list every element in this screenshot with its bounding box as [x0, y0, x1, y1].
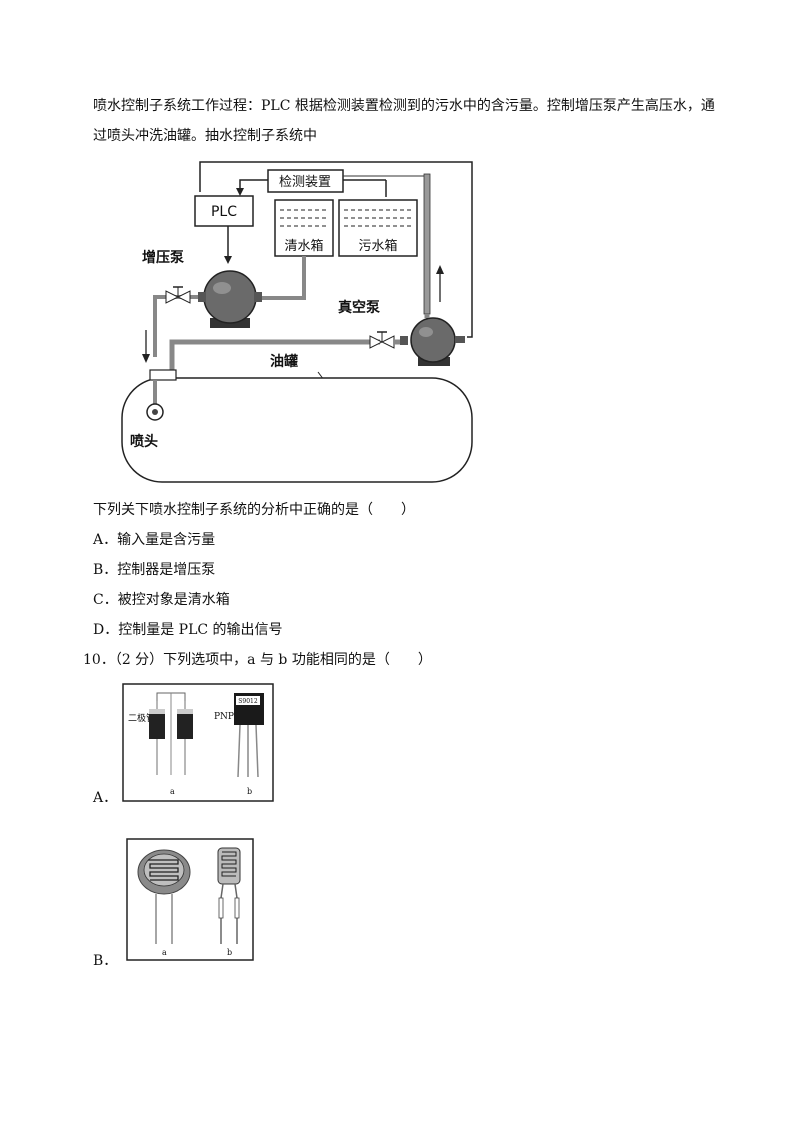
valve-icon: [369, 335, 384, 349]
fig-a-caption-a: a: [170, 787, 175, 796]
detector-label: 检测装置: [279, 175, 331, 190]
nozzle-label: 喷头: [130, 433, 158, 450]
photoresistor-icon: [217, 847, 241, 885]
diode-label: 二极管: [128, 712, 155, 724]
q10-option-b-letter[interactable]: B．: [93, 953, 118, 969]
q9-option-d[interactable]: D．控制量是 PLC 的输出信号: [93, 622, 283, 638]
booster-pump-icon: [203, 270, 257, 324]
intro-line-2: 过喷头冲洗油罐。抽水控制子系统中: [93, 128, 317, 144]
detector-box: [267, 169, 344, 193]
q9-option-c[interactable]: C．被控对象是清水箱: [93, 592, 230, 608]
q10-figure-b: a b: [126, 838, 254, 961]
arrow-down-icon: [142, 354, 150, 363]
clean-tank-label: 清水箱: [284, 238, 323, 254]
intro-line-1: 喷水控制子系统工作过程：PLC 根据检测装置检测到的污水中的含污量。控制增压泵产…: [93, 98, 715, 114]
diode-icon: [177, 709, 193, 739]
arrow-up-icon: [436, 265, 444, 274]
valve-icon: [165, 290, 180, 304]
signal-line-detector-plc: [239, 179, 268, 192]
plc-box: [194, 195, 254, 227]
q9-option-b[interactable]: B．控制器是增压泵: [93, 562, 216, 578]
return-pipe: [423, 173, 431, 315]
arrow-head-icon: [236, 188, 244, 196]
diode-icon: [149, 709, 165, 739]
q10-option-a-letter[interactable]: A．: [93, 790, 118, 806]
fig-b-caption-a: a: [162, 948, 167, 957]
vacuum-pump-icon: [410, 317, 456, 363]
oil-tank: [121, 377, 473, 483]
arrow-down-icon: [224, 256, 232, 264]
dirty-tank-label: 污水箱: [358, 238, 397, 254]
oil-tank-label: 油罐: [270, 353, 298, 370]
signal-line-top: [199, 161, 473, 338]
plc-label: PLC: [211, 204, 237, 220]
q9-option-a[interactable]: A．输入量是含污量: [93, 532, 216, 548]
dirty-tank: [338, 199, 418, 257]
booster-pump-label: 增压泵: [142, 249, 184, 266]
chip-text: S9012: [238, 698, 258, 705]
q10-figure-a: 二极管 PNP S9012 a b: [122, 683, 274, 802]
vacuum-pump-label: 真空泵: [338, 299, 380, 316]
pnp-label: PNP: [214, 712, 234, 722]
q10-stem: 10．（2 分）下列选项中，a 与 b 功能相同的是（ ）: [83, 652, 432, 668]
fig-b-caption-b: b: [227, 948, 232, 957]
system-diagram: 检测装置 PLC 清水箱 污水箱 增压泵 真空泵: [121, 161, 473, 483]
q9-stem: 下列关下喷水控制子系统的分析中正确的是（ ）: [93, 502, 415, 518]
fig-a-caption-b: b: [247, 787, 252, 796]
